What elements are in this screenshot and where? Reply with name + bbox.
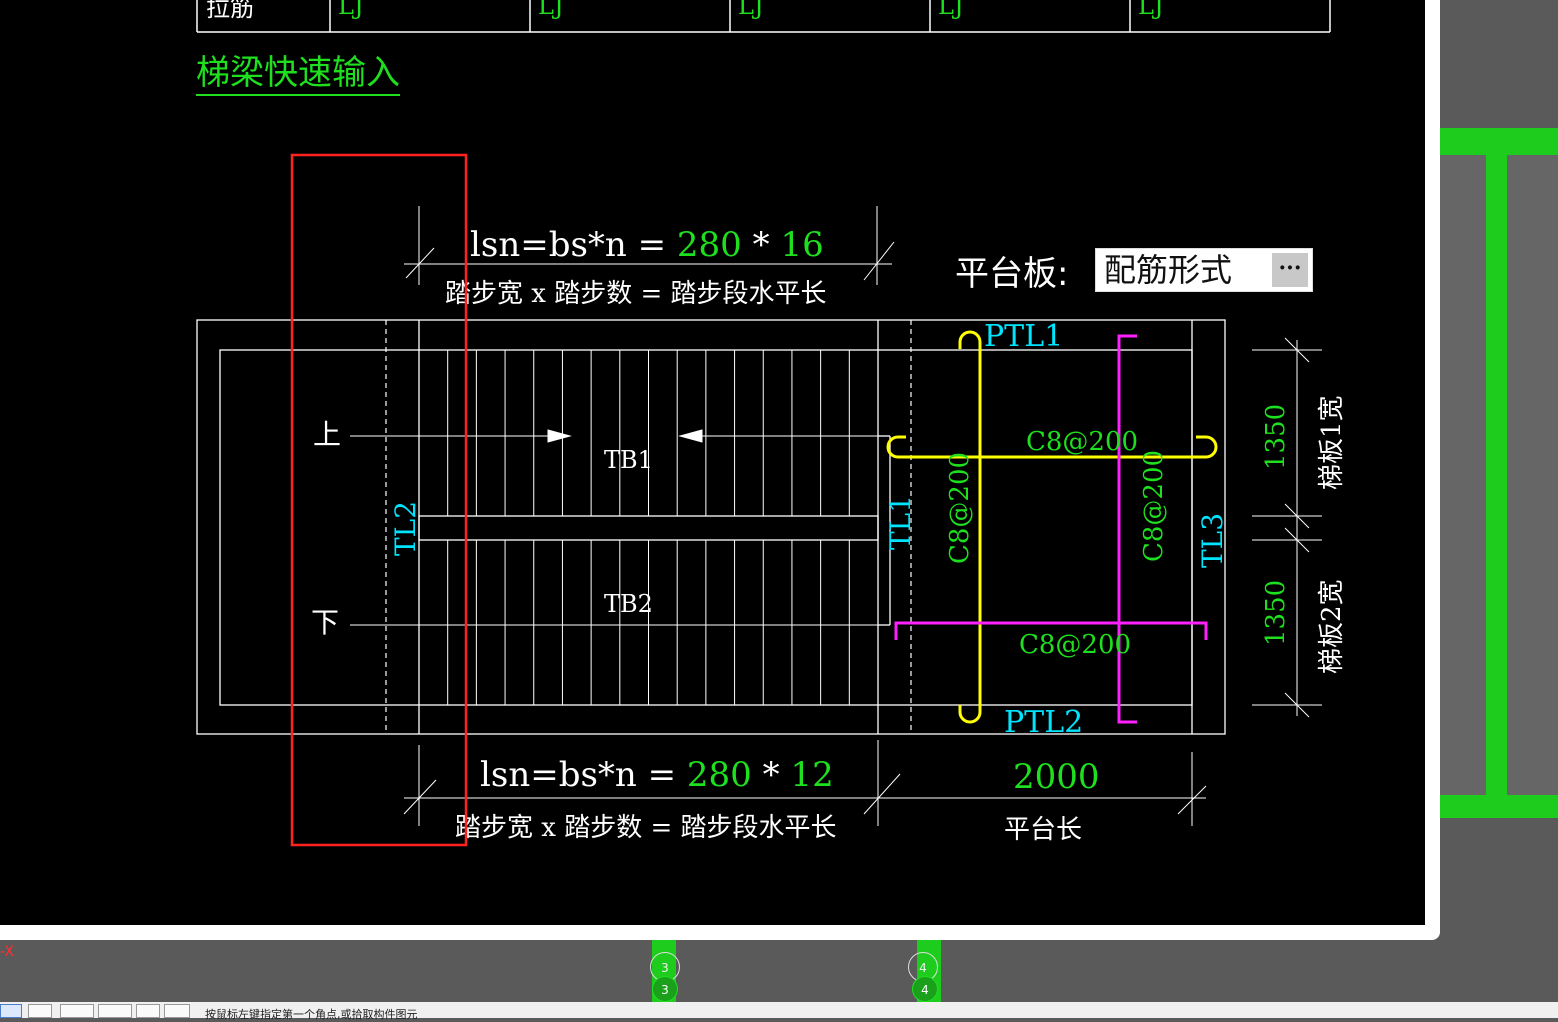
steps-upper-flight <box>447 350 850 516</box>
table-cell-3[interactable]: LJ <box>738 0 764 20</box>
tl1-label[interactable]: TL1 <box>884 495 917 550</box>
grid-axis-4-lower[interactable]: 4 <box>912 976 938 1002</box>
stair-beam-quick-input-link[interactable]: 梯梁快速输入 <box>196 52 400 96</box>
ptl2-label[interactable]: PTL2 <box>1004 705 1083 740</box>
table-cell-4[interactable]: LJ <box>938 0 964 20</box>
ptl1-label[interactable]: PTL1 <box>984 319 1063 354</box>
formula-bottom: lsn=bs*n = 280 * 12 <box>480 755 834 795</box>
stair-outline <box>196 319 1226 735</box>
stair-dialog: 拉筋 LJ LJ LJ LJ LJ <box>0 0 1440 940</box>
background-panel-right <box>1507 155 1558 795</box>
formula-top-prefix: lsn=bs*n = <box>470 225 677 265</box>
formula-bottom-caption: 踏步宽 x 踏步数 = 踏步段水平长 <box>455 813 837 843</box>
background-panel-left <box>1440 155 1486 795</box>
width1-caption: 梯板1宽 <box>1317 395 1347 490</box>
rebar-bottom-label[interactable]: C8@200 <box>1019 630 1131 660</box>
selection-box <box>290 153 468 847</box>
formula-top: lsn=bs*n = 280 * 16 <box>470 225 824 265</box>
dimension-bottom <box>403 740 1207 826</box>
platform-label: 平台板: <box>955 254 1069 294</box>
formula-top-count[interactable]: 16 <box>780 225 823 265</box>
layer-button[interactable] <box>136 1004 160 1018</box>
platform-length-value[interactable]: 2000 <box>1013 757 1100 797</box>
width1-value[interactable]: 1350 <box>1261 404 1291 470</box>
table-cell-5[interactable]: LJ <box>1138 0 1164 20</box>
angle-dropdown-button[interactable] <box>60 1004 94 1018</box>
formula-bottom-width[interactable]: 280 <box>687 755 752 795</box>
rebar-yellow <box>886 330 1218 724</box>
rebar-form-select[interactable]: 配筋形式 ··· <box>1095 248 1313 292</box>
table-cell-1[interactable]: LJ <box>338 0 364 20</box>
tl3-label[interactable]: TL3 <box>1196 513 1229 568</box>
tb2-label[interactable]: TB2 <box>604 590 653 618</box>
stair-dashed-lines <box>385 320 912 734</box>
rebar-table-row <box>196 0 1331 33</box>
formula-top-op: * <box>753 225 781 265</box>
snap-toggle-button[interactable] <box>0 1004 22 1018</box>
down-label: 下 <box>311 606 339 639</box>
formula-top-width[interactable]: 280 <box>677 225 742 265</box>
stair-plan-drawing: 拉筋 LJ LJ LJ LJ LJ <box>196 0 1347 847</box>
axis-x-label: -X <box>0 944 14 960</box>
rebar-right-label[interactable]: C8@200 <box>1139 450 1169 562</box>
ortho-toggle-button[interactable] <box>28 1004 52 1018</box>
formula-bottom-count[interactable]: 12 <box>790 755 833 795</box>
table-row-label: 拉筋 <box>206 0 254 22</box>
platform-length-caption: 平台长 <box>1004 815 1082 845</box>
formula-bottom-op: * <box>763 755 791 795</box>
width2-caption: 梯板2宽 <box>1317 579 1347 674</box>
stair-drawing-canvas: 拉筋 LJ LJ LJ LJ LJ <box>0 0 1425 925</box>
dimension-top <box>404 206 895 285</box>
formula-top-caption: 踏步宽 x 踏步数 = 踏步段水平长 <box>445 279 827 309</box>
dimension-right <box>1252 337 1322 718</box>
rebar-left-label[interactable]: C8@200 <box>945 452 975 564</box>
more-icon[interactable]: ··· <box>1272 253 1308 287</box>
offset-dropdown-button[interactable] <box>98 1004 132 1018</box>
table-cell-2[interactable]: LJ <box>538 0 564 20</box>
direction-arrows <box>350 429 890 626</box>
rebar-top-label[interactable]: C8@200 <box>1026 427 1138 457</box>
width2-value[interactable]: 1350 <box>1261 580 1291 646</box>
status-prompt: 按鼠标左键指定第一个角点,或拾取构件图元 <box>205 1008 418 1021</box>
tl2-label[interactable]: TL2 <box>389 501 422 556</box>
tb1-label[interactable]: TB1 <box>604 446 653 474</box>
steps-lower-flight <box>447 540 850 705</box>
up-label: 上 <box>313 418 341 451</box>
rebar-form-value: 配筋形式 <box>1104 251 1233 289</box>
arc-button[interactable] <box>164 1004 190 1018</box>
rebar-magenta <box>894 334 1208 724</box>
grid-axis-3-lower[interactable]: 3 <box>652 976 678 1002</box>
status-bar: 按鼠标左键指定第一个角点,或拾取构件图元 <box>0 1002 1558 1021</box>
formula-bottom-prefix: lsn=bs*n = <box>480 755 687 795</box>
